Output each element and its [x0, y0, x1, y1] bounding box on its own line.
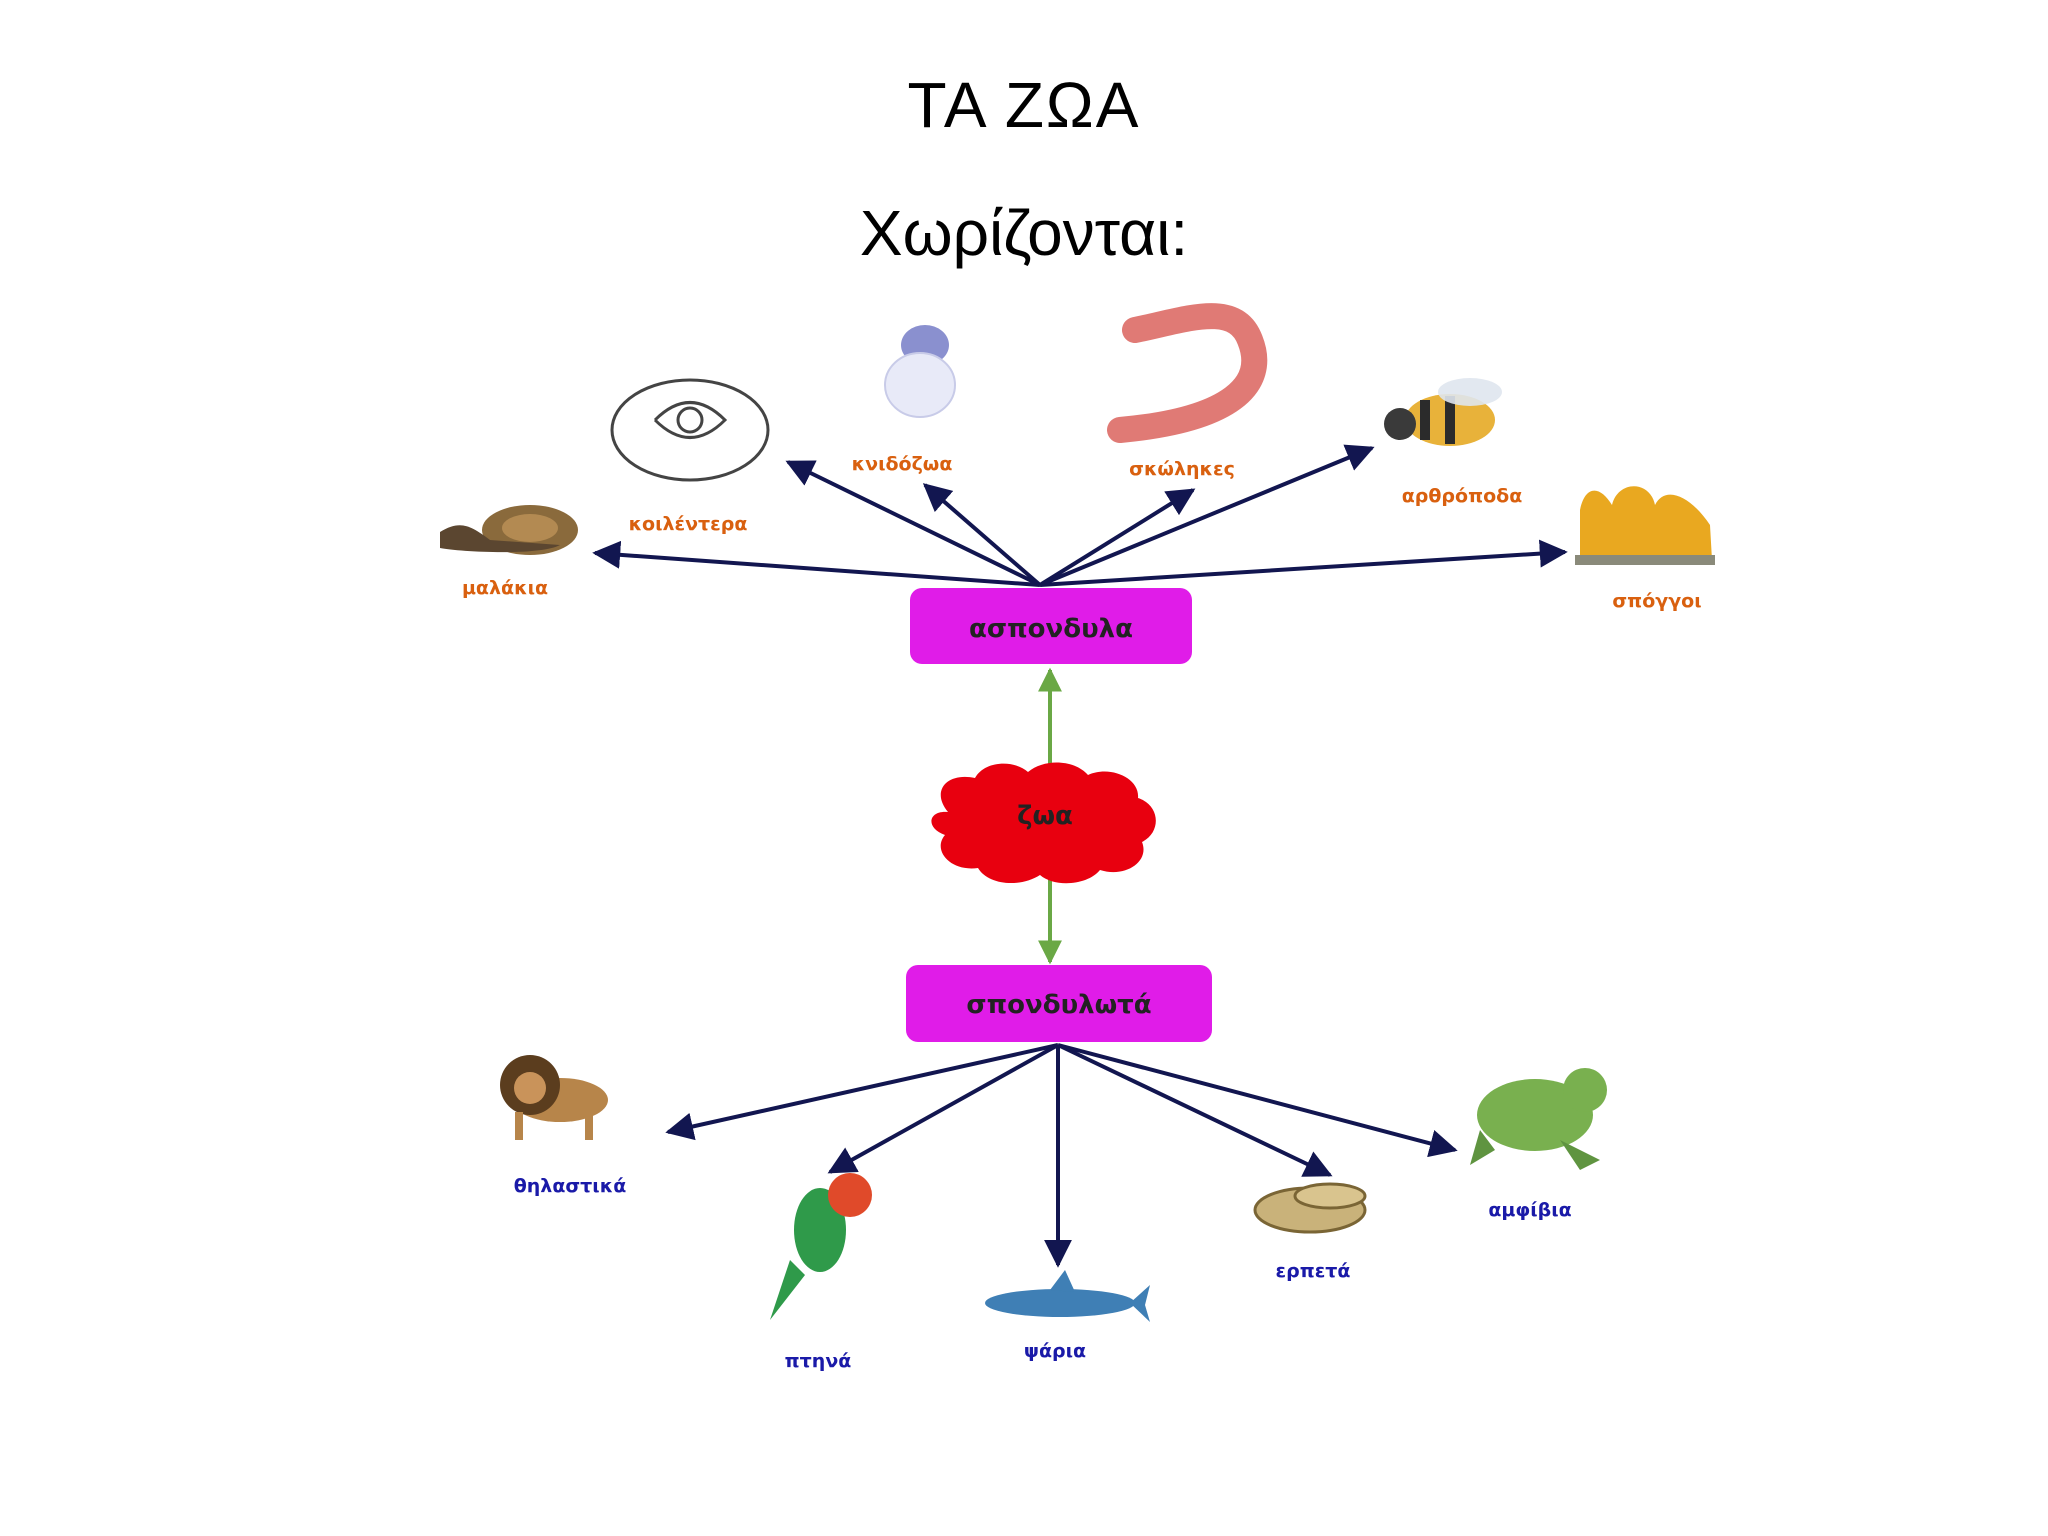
label-amphibians: αμφίβια [1488, 1199, 1571, 1221]
invertebrates-label: ασπονδυλα [969, 614, 1133, 644]
parrot-image [770, 1173, 872, 1320]
label-arthropods: αρθρόποδα [1402, 485, 1523, 507]
label-molluscs: μαλάκια [462, 577, 548, 599]
frog-image [1470, 1068, 1607, 1170]
shark-image [985, 1270, 1150, 1322]
page-title: ΤΑ ΖΩΑ [907, 69, 1141, 141]
vertebrate-arrows [665, 1043, 1458, 1268]
center-node: ζωα [931, 762, 1156, 884]
vertebrates-node: σπονδυλωτά [906, 965, 1212, 1042]
vertebrates-label: σπονδυλωτά [966, 990, 1151, 1020]
snake-image [1253, 1182, 1367, 1234]
center-label: ζωα [1017, 801, 1073, 831]
label-birds: πτηνά [785, 1350, 852, 1372]
invertebrate-arrows [592, 444, 1568, 587]
lion-image [500, 1055, 608, 1140]
label-coelenterates: κοιλέντερα [629, 513, 748, 535]
coelenterate-image [610, 378, 770, 482]
sponge-image [1575, 486, 1715, 565]
snail-image [440, 505, 578, 555]
label-cnidarians: κνιδόζωα [852, 453, 953, 475]
invertebrates-node: ασπονδυλα [910, 588, 1192, 664]
bee-image [1384, 378, 1502, 446]
worm-image [1107, 303, 1268, 443]
label-mammals: θηλαστικά [514, 1175, 627, 1197]
label-fish: ψάρια [1024, 1340, 1086, 1362]
label-sponges: σπόγγοι [1612, 590, 1701, 612]
label-reptiles: ερπετά [1276, 1260, 1351, 1282]
label-worms: σκώληκες [1129, 458, 1235, 480]
jellyfish-image [884, 325, 956, 418]
page-subtitle: Χωρίζονται: [859, 197, 1189, 269]
